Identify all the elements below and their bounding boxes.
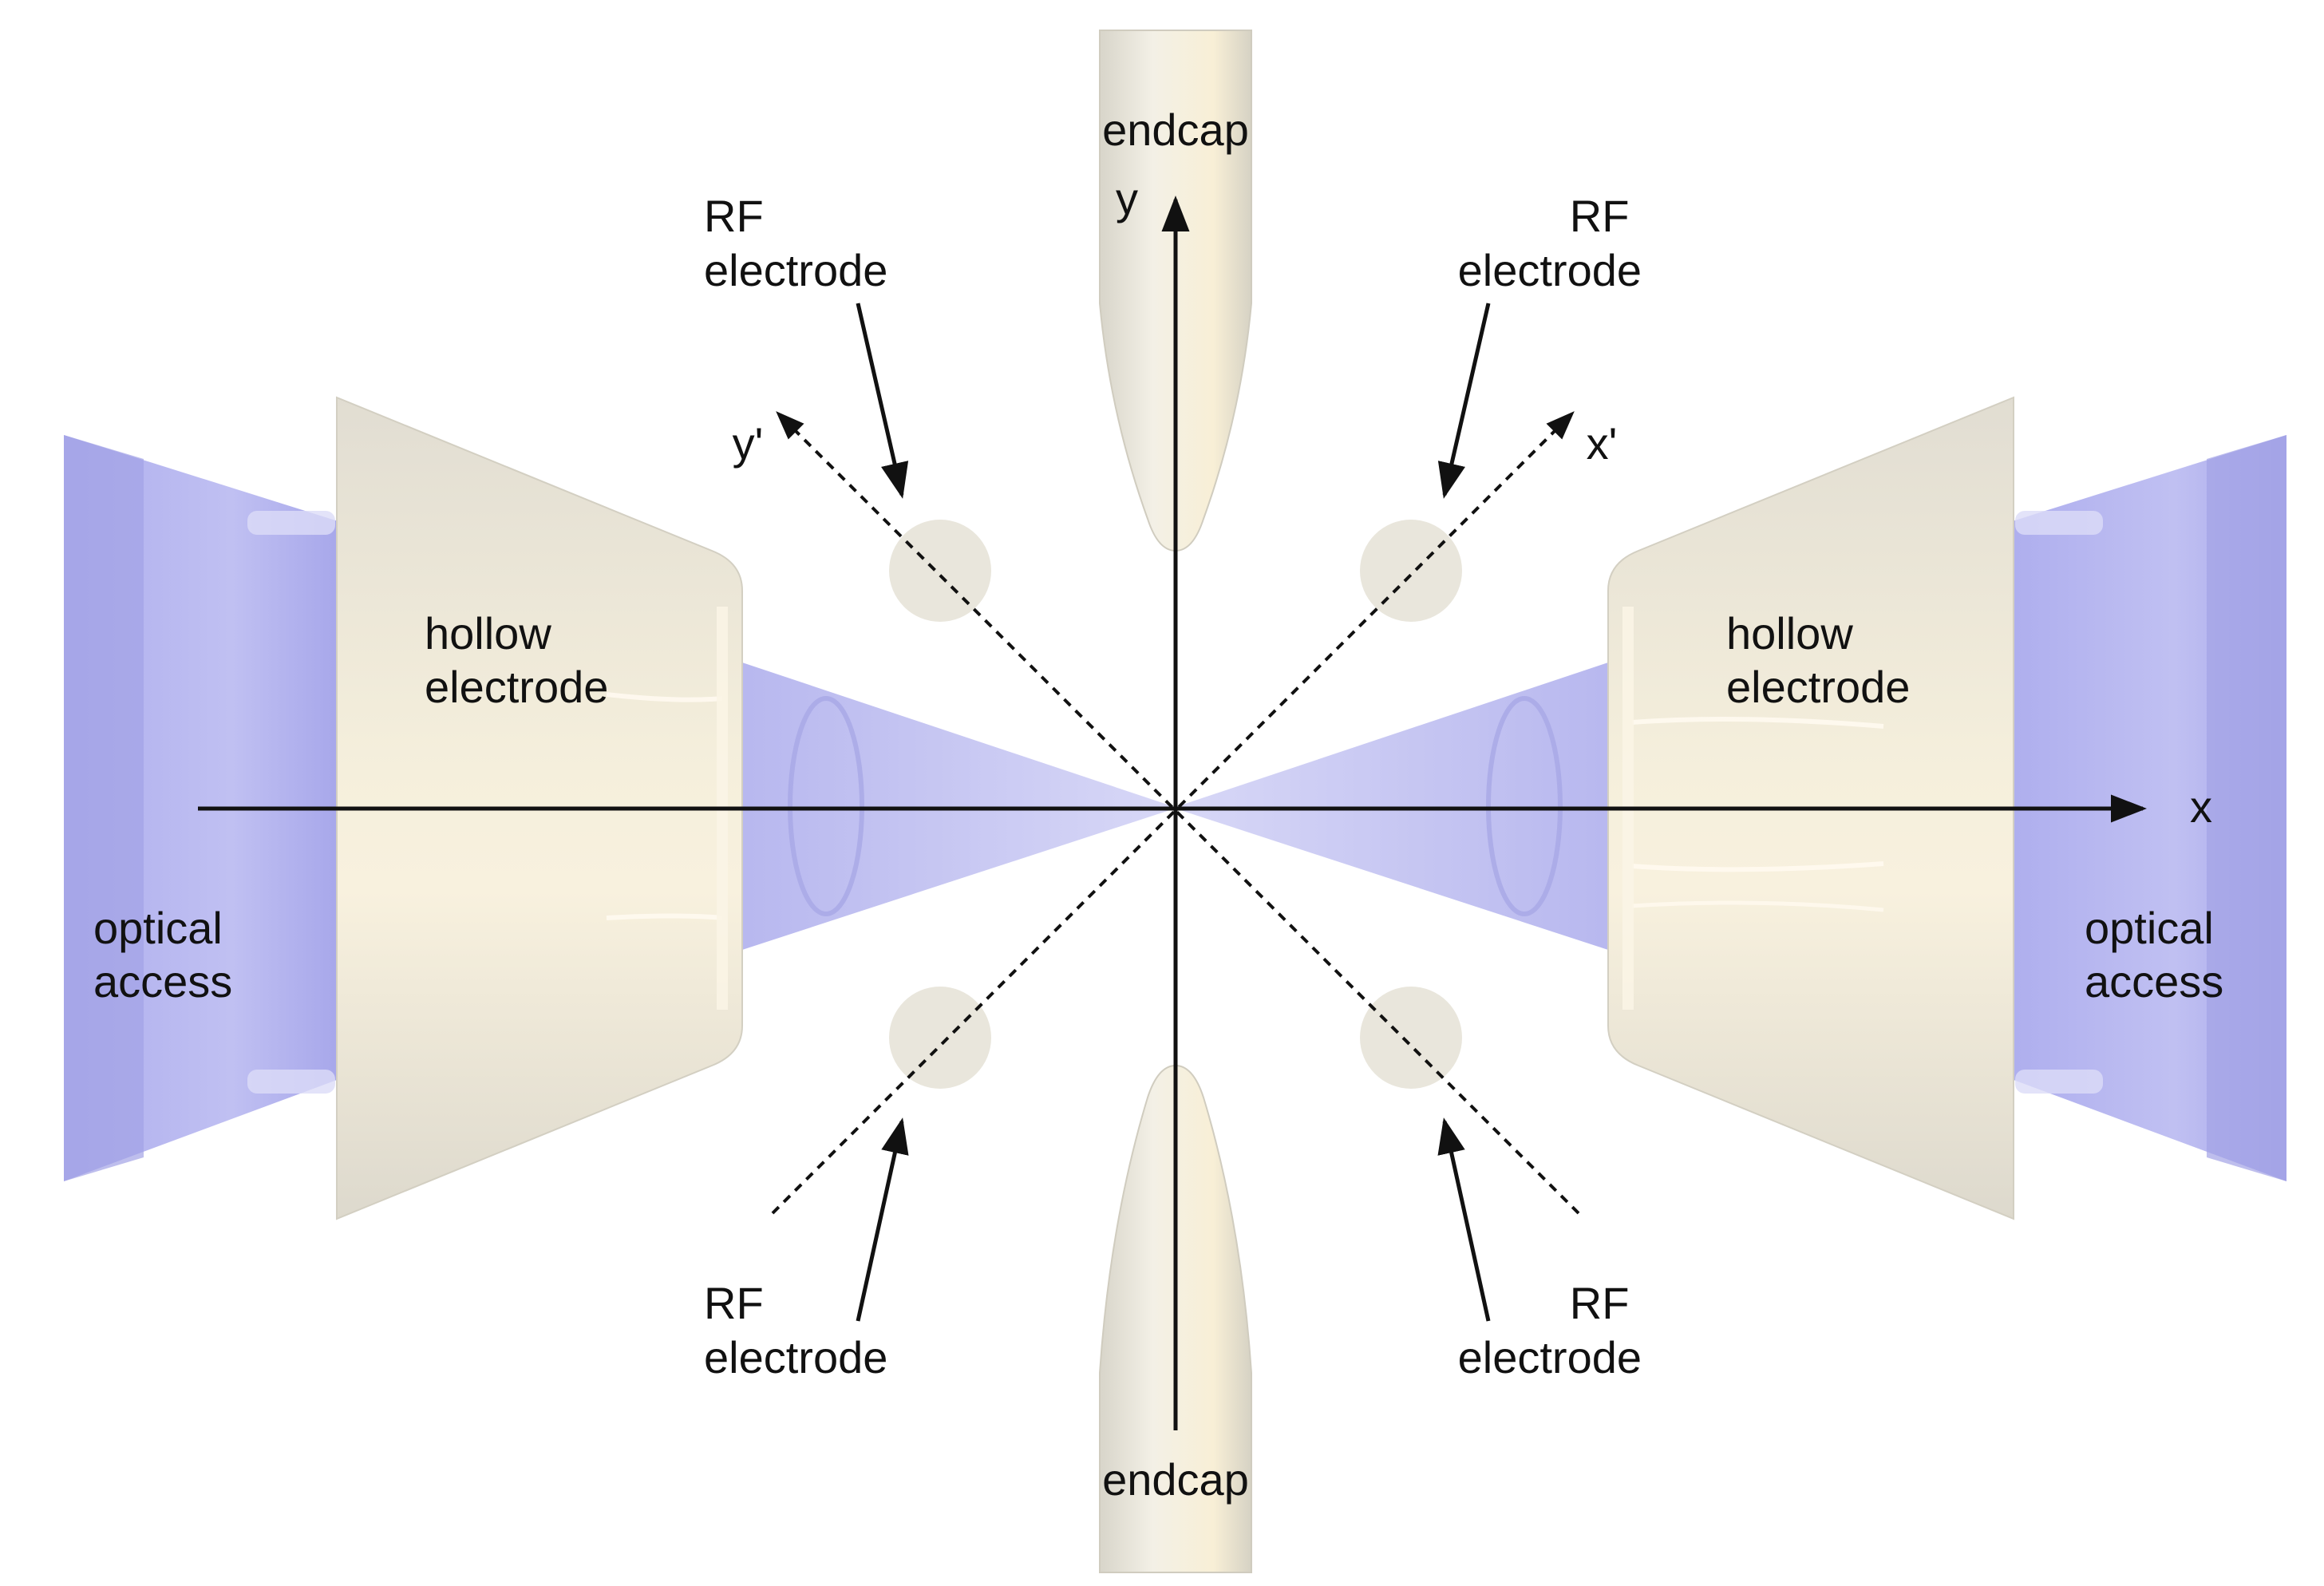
- hollow-left-line2: electrode: [425, 662, 608, 712]
- rf-electrode-top-left-label: RF electrode: [704, 191, 887, 295]
- rf-electrode-top-left: [889, 520, 991, 622]
- optical-left-line2: access: [93, 956, 232, 1007]
- rf-electrode-bottom-right-label: RF electrode: [1458, 1278, 1642, 1382]
- endcap-top-label: endcap: [1102, 105, 1249, 155]
- optical-cone-right: [1173, 662, 1608, 950]
- rf-electrodes: [889, 520, 1462, 1089]
- rf-bottom-right-line1: RF: [1570, 1278, 1630, 1328]
- y-axis-label: y: [1116, 173, 1138, 223]
- optical-cone-left: [742, 662, 1177, 950]
- hollow-left-line1: hollow: [425, 608, 551, 659]
- y-prime-axis-label: y': [733, 418, 764, 469]
- diagonal-axes: [771, 411, 1580, 1215]
- rf-top-left-line1: RF: [704, 191, 764, 241]
- rf-pointer-arrows: [856, 303, 1491, 1322]
- rf-bottom-left-line2: electrode: [704, 1332, 887, 1382]
- x-axis-label: x: [2190, 781, 2212, 832]
- optical-access-right-label: optical access: [2085, 903, 2226, 1007]
- rf-electrode-bottom-right: [1360, 987, 1462, 1089]
- hollow-right-line2: electrode: [1726, 662, 1910, 712]
- rf-electrode-top-right: [1360, 520, 1462, 622]
- optical-access-left-label: optical access: [93, 903, 235, 1007]
- x-prime-axis-line: [771, 411, 1575, 1215]
- rf-top-right-line1: RF: [1570, 191, 1630, 241]
- hollow-electrode-left-label: hollow electrode: [425, 608, 608, 712]
- hollow-right-line1: hollow: [1726, 608, 1853, 659]
- rf-bottom-left-line1: RF: [704, 1278, 764, 1328]
- rf-electrode-bottom-left-label: RF electrode: [704, 1278, 887, 1382]
- rf-electrode-bottom-left: [889, 987, 991, 1089]
- optical-left-line1: optical: [93, 903, 223, 953]
- y-prime-axis-line: [776, 411, 1580, 1215]
- x-prime-axis-label: x': [1587, 418, 1618, 469]
- main-axes: [198, 196, 2147, 1430]
- rf-arrow-bottom-left: [856, 1117, 909, 1322]
- rf-electrode-top-right-label: RF electrode: [1458, 191, 1642, 295]
- rf-top-right-line2: electrode: [1458, 245, 1642, 295]
- hollow-electrode-right-label: hollow electrode: [1726, 608, 1910, 712]
- rf-arrow-top-right: [1437, 303, 1491, 499]
- endcap-bottom-label: endcap: [1102, 1454, 1249, 1505]
- rf-bottom-right-line2: electrode: [1458, 1332, 1642, 1382]
- optical-access-right: [2007, 435, 2286, 1181]
- optical-right-line1: optical: [2085, 903, 2214, 953]
- optical-right-line2: access: [2085, 956, 2223, 1007]
- rf-arrow-bottom-right: [1437, 1117, 1491, 1322]
- rf-arrow-top-left: [856, 303, 909, 499]
- rf-top-left-line2: electrode: [704, 245, 887, 295]
